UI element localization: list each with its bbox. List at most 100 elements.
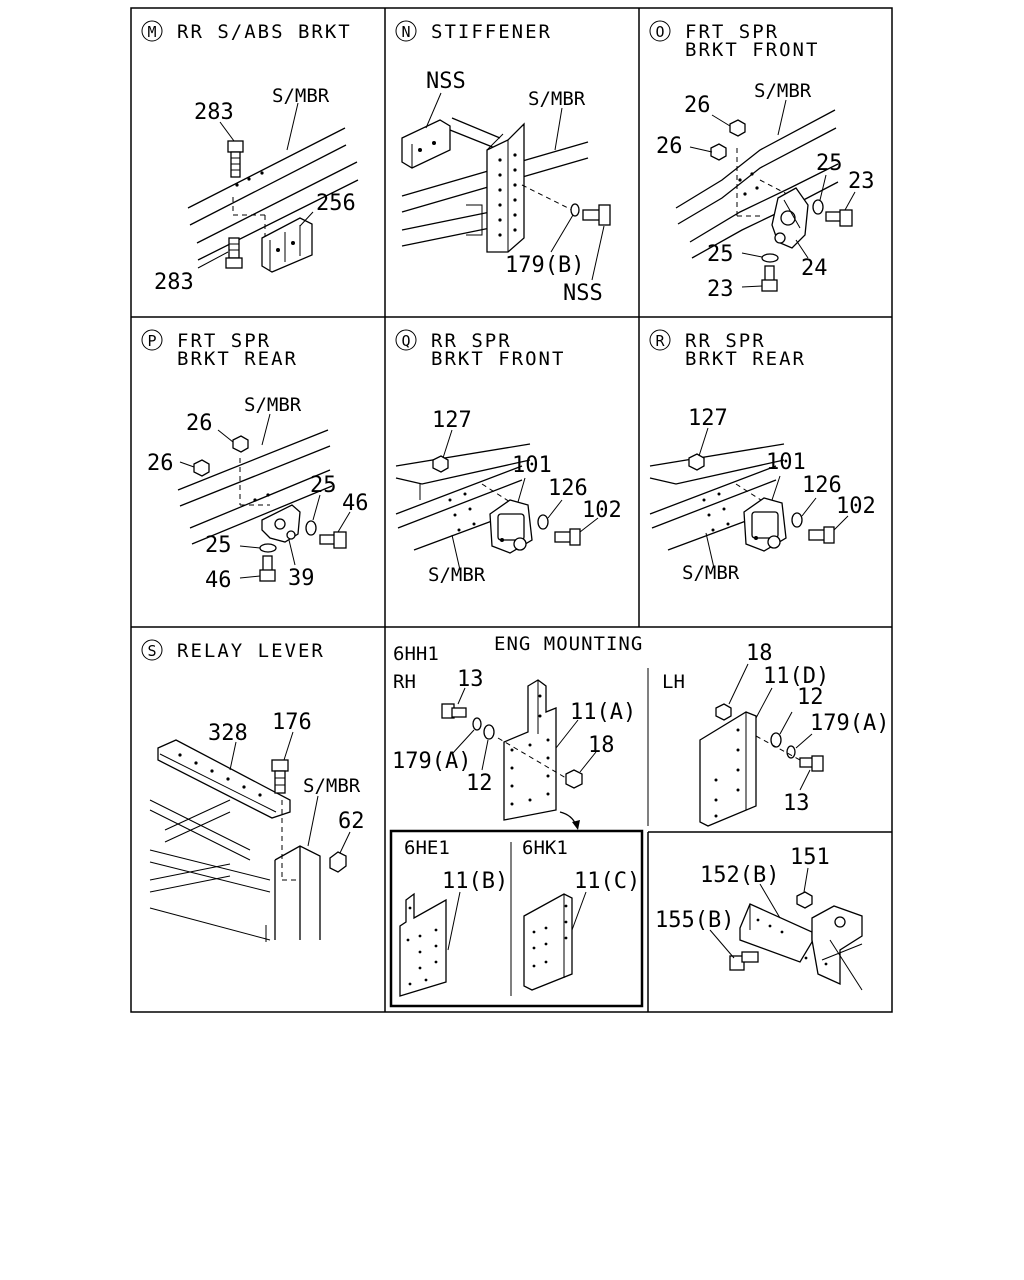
leader-line (711, 114, 731, 127)
grid-frame (130, 7, 893, 1013)
callout-label: 39 (288, 566, 315, 591)
leader-line (591, 225, 605, 281)
leader-line (288, 539, 296, 566)
bracket-101 (489, 499, 533, 554)
callout-label: 179(A) (392, 749, 471, 774)
callout-label: 18 (746, 641, 773, 666)
washer-and-bolt (570, 203, 611, 226)
panel-letter: S (147, 642, 156, 660)
panel-o-frt-spr-brkt-front: O FRT SPR BRKT FRONT (649, 20, 875, 302)
callout-label: 11(B) (442, 869, 508, 894)
callout-label: 151 (790, 845, 830, 870)
washer-25-b (761, 253, 779, 263)
callout-label: 127 (432, 408, 472, 433)
side-member-drawing (187, 127, 359, 261)
nut-18 (565, 769, 583, 789)
panel-title: BRKT FRONT (431, 348, 565, 370)
panel-letter-circle (395, 329, 417, 351)
callout-label: 26 (656, 134, 683, 159)
side-member-drawing (675, 109, 839, 259)
frame-label: S/MBR (754, 80, 812, 102)
panel-letter: P (147, 332, 156, 350)
frame-label: S/MBR (244, 394, 302, 416)
bolt-176 (271, 759, 289, 794)
panel-letter: Q (401, 332, 410, 350)
leader-line (554, 107, 563, 151)
leader-line (550, 214, 574, 253)
bolt-155b (729, 951, 759, 971)
variants-box: 6HE1 6HK1 11(B) (389, 829, 644, 1008)
frame-label: S/MBR (682, 562, 740, 584)
callout-label: 12 (797, 685, 824, 710)
leader-line (283, 731, 294, 761)
callout-label: 26 (147, 451, 174, 476)
bolt-102 (808, 526, 835, 544)
leader-line (239, 545, 261, 549)
panel-letter: R (655, 332, 665, 350)
nut-26-b (710, 143, 727, 161)
nut-26-a (729, 119, 746, 137)
engine-model-label: 6HH1 (393, 643, 439, 665)
leader-line (299, 211, 314, 227)
bracket-256 (261, 217, 313, 273)
leader-line (741, 285, 763, 288)
callout-label: 13 (457, 667, 484, 692)
bracket-detail: 151 152(B) 155(B) (655, 845, 863, 991)
bolt-13 (441, 703, 467, 719)
leader-line (741, 252, 763, 258)
frame-drawing (149, 739, 321, 942)
leader-line (197, 251, 229, 269)
leader-line (217, 429, 234, 443)
leader-line (571, 891, 587, 931)
panel-m-rr-s-abs-brkt: M RR S/ABS BRKT (141, 20, 359, 295)
leader-line (517, 477, 526, 503)
washer-179a (472, 717, 482, 731)
panel-letter-circle (649, 20, 671, 42)
bolt-13 (799, 755, 824, 772)
callout-label: 283 (154, 270, 194, 295)
panel-letter: N (401, 23, 410, 41)
callout-label: 13 (783, 791, 810, 816)
engine-model-label: 6HK1 (522, 837, 568, 859)
panel-title: RR S/ABS BRKT (177, 21, 352, 43)
leader-line (579, 751, 597, 773)
panel-title: FRT SPR (177, 330, 271, 352)
callout-label: 62 (338, 809, 365, 834)
leader-line (547, 499, 563, 519)
leader-line (759, 883, 781, 919)
callout-label: 102 (582, 498, 622, 523)
bracket-24 (771, 187, 809, 249)
panel-n-stiffener: N STIFFENER (395, 20, 611, 306)
callout-label: 25 (816, 151, 843, 176)
leader-line (312, 494, 321, 521)
leader-line (803, 867, 809, 893)
nut-26-a (232, 435, 249, 453)
frame-label: S/MBR (303, 775, 361, 797)
side-member-drawing (177, 429, 333, 545)
panel-letter: O (655, 23, 664, 41)
washer-179a (786, 745, 796, 759)
callout-label: 11(C) (574, 869, 640, 894)
callout-label: 18 (588, 733, 615, 758)
nut-127 (432, 455, 449, 473)
bolt-46-a (319, 531, 347, 549)
panel-title: BRKT FRONT (685, 39, 819, 61)
panel-letter-circle (141, 20, 163, 42)
bolt-283-upper (227, 140, 244, 178)
panel-title: BRKT REAR (685, 348, 806, 370)
leader-line (447, 891, 461, 951)
panel-letter: M (147, 23, 156, 41)
leader-line (779, 711, 793, 735)
leader-line (698, 427, 709, 457)
callout-label: 101 (512, 453, 552, 478)
leader-line (261, 413, 271, 446)
lh-mount: LH 18 11(D) 12 179(A) (662, 641, 889, 827)
bracket-101 (743, 497, 787, 552)
panel-title: RR SPR (685, 330, 766, 352)
leader-line (239, 575, 261, 579)
bracket-39 (261, 504, 301, 543)
leader-line (795, 733, 813, 749)
leader-line (555, 719, 579, 749)
side-member-drawing (395, 443, 531, 551)
